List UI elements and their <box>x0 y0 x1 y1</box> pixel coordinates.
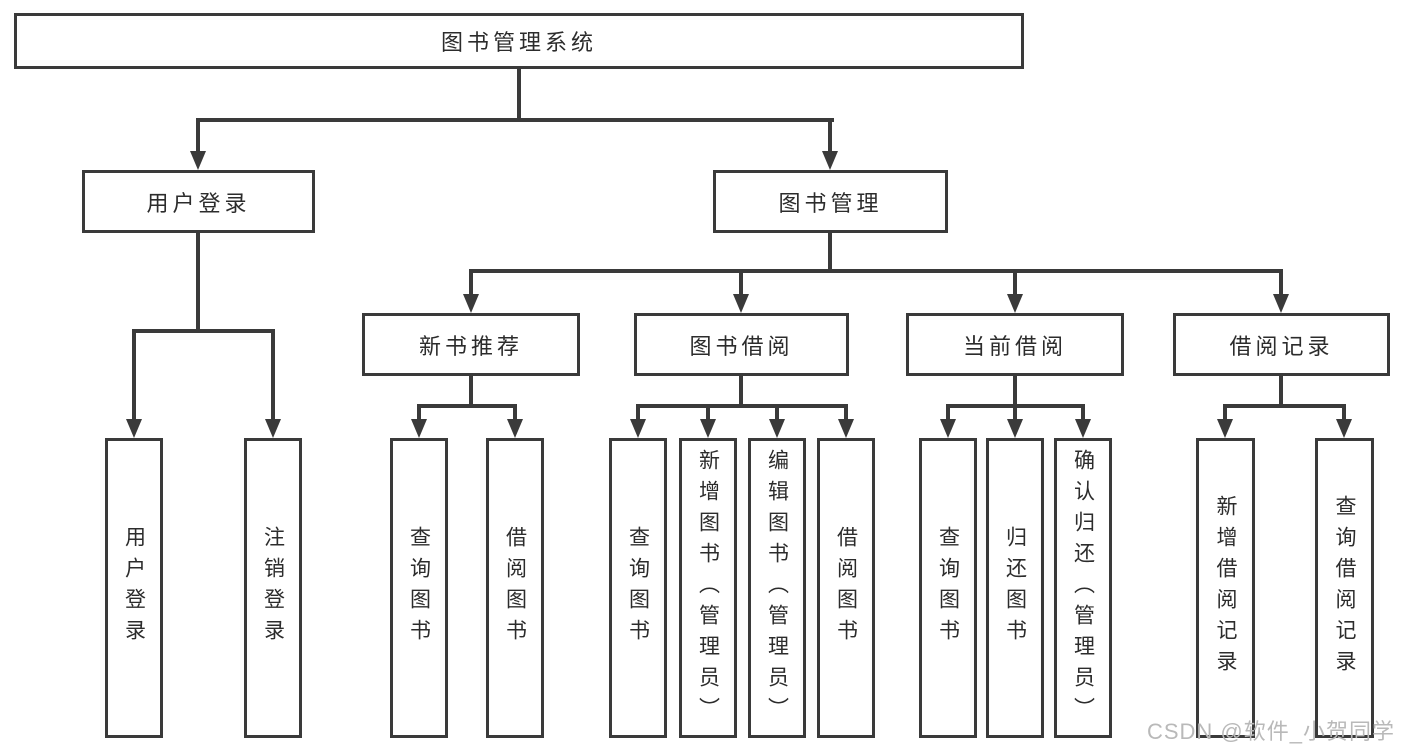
node-book-management: 图书管理 <box>713 170 948 233</box>
leaf-query-books-current: 查询图书 <box>919 438 977 738</box>
leaf-return-book: 归还图书 <box>986 438 1044 738</box>
leaf-confirm-return-admin: 确认归还（管理员） <box>1054 438 1112 738</box>
leaf-add-book-admin: 新增图书（管理员） <box>679 438 737 738</box>
leaf-query-books-borrow: 查询图书 <box>609 438 667 738</box>
node-root-label: 图书管理系统 <box>440 30 597 55</box>
connector-line <box>1223 404 1346 408</box>
node-book-borrow: 图书借阅 <box>634 313 849 376</box>
arrow-down-icon <box>940 419 956 438</box>
leaf-return-book-label: 归还图书 <box>1003 526 1027 650</box>
node-user-login-label: 用户登录 <box>146 190 251 216</box>
node-new-book-recommend: 新书推荐 <box>362 313 580 376</box>
connector-line <box>775 404 779 422</box>
arrow-down-icon <box>265 419 281 438</box>
arrow-down-icon <box>1217 419 1233 438</box>
arrow-down-icon <box>463 294 479 313</box>
leaf-query-books-recommend: 查询图书 <box>390 438 448 738</box>
connector-line <box>469 269 473 299</box>
connector-line <box>706 404 710 422</box>
connector-line <box>469 269 1283 273</box>
connector-line <box>828 118 832 158</box>
connector-line <box>517 66 521 122</box>
connector-line <box>1081 404 1085 422</box>
arrow-down-icon <box>769 419 785 438</box>
leaf-query-borrow-record-label: 查询借阅记录 <box>1333 495 1356 681</box>
connector-line <box>1013 269 1017 299</box>
leaf-borrow-books-borrow-label: 借阅图书 <box>834 526 858 650</box>
leaf-add-borrow-record-label: 新增借阅记录 <box>1214 495 1237 681</box>
leaf-edit-book-admin: 编辑图书（管理员） <box>748 438 806 738</box>
node-book-management-label: 图书管理 <box>778 190 883 216</box>
node-new-book-recommend-label: 新书推荐 <box>418 333 523 359</box>
connector-line <box>1279 269 1283 299</box>
arrow-down-icon <box>1273 294 1289 313</box>
leaf-query-books-current-label: 查询图书 <box>936 526 960 650</box>
leaf-user-login-label: 用户登录 <box>122 526 146 650</box>
connector-line <box>1013 404 1017 422</box>
arrow-down-icon <box>630 419 646 438</box>
leaf-borrow-books-borrow: 借阅图书 <box>817 438 875 738</box>
connector-line <box>828 231 832 273</box>
arrow-down-icon <box>1336 419 1352 438</box>
arrow-down-icon <box>733 294 749 313</box>
leaf-edit-book-admin-label: 编辑图书（管理员） <box>765 448 789 728</box>
node-current-borrow: 当前借阅 <box>906 313 1124 376</box>
connector-line <box>271 329 275 421</box>
connector-line <box>196 118 200 158</box>
connector-line <box>739 374 743 408</box>
node-book-borrow-label: 图书借阅 <box>689 333 794 359</box>
connector-line <box>132 329 136 421</box>
connector-line <box>946 404 950 422</box>
node-borrow-records: 借阅记录 <box>1173 313 1390 376</box>
leaf-logout: 注销登录 <box>244 438 302 738</box>
connector-line <box>469 374 473 408</box>
arrow-down-icon <box>411 419 427 438</box>
connector-line <box>132 329 275 333</box>
connector-line <box>1279 374 1283 408</box>
arrow-down-icon <box>190 151 206 170</box>
arrow-down-icon <box>838 419 854 438</box>
connector-line <box>196 231 200 333</box>
connector-line <box>196 118 834 122</box>
arrow-down-icon <box>822 151 838 170</box>
leaf-query-borrow-record: 查询借阅记录 <box>1315 438 1374 738</box>
leaf-add-borrow-record: 新增借阅记录 <box>1196 438 1255 738</box>
arrow-down-icon <box>1007 419 1023 438</box>
arrow-down-icon <box>126 419 142 438</box>
connector-line <box>1013 374 1017 408</box>
leaf-borrow-books-recommend: 借阅图书 <box>486 438 544 738</box>
connector-line <box>636 404 848 408</box>
node-borrow-records-label: 借阅记录 <box>1229 333 1334 359</box>
arrow-down-icon <box>507 419 523 438</box>
leaf-add-book-admin-label: 新增图书（管理员） <box>696 448 720 728</box>
arrow-down-icon <box>700 419 716 438</box>
node-current-borrow-label: 当前借阅 <box>962 333 1067 359</box>
connector-line <box>1342 404 1346 422</box>
csdn-watermark: CSDN @软件_小贺同学 <box>1146 719 1395 744</box>
leaf-query-books-borrow-label: 查询图书 <box>626 526 650 650</box>
connector-line <box>636 404 640 422</box>
leaf-confirm-return-admin-label: 确认归还（管理员） <box>1071 448 1095 728</box>
connector-line <box>844 404 848 422</box>
connector-line <box>417 404 421 422</box>
leaf-borrow-books-recommend-label: 借阅图书 <box>503 526 527 650</box>
node-root: 图书管理系统 <box>14 13 1024 69</box>
node-user-login: 用户登录 <box>82 170 315 233</box>
arrow-down-icon <box>1007 294 1023 313</box>
leaf-logout-label: 注销登录 <box>261 526 285 650</box>
arrow-down-icon <box>1075 419 1091 438</box>
connector-line <box>513 404 517 422</box>
leaf-user-login: 用户登录 <box>105 438 163 738</box>
leaf-query-books-recommend-label: 查询图书 <box>407 526 431 650</box>
connector-line <box>739 269 743 299</box>
connector-line <box>417 404 517 408</box>
connector-line <box>1223 404 1227 422</box>
